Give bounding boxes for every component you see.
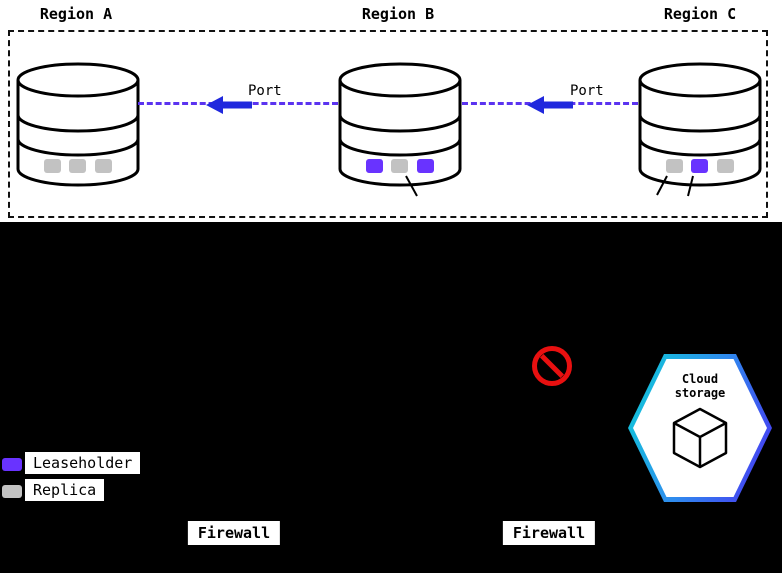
replica-square <box>717 159 734 173</box>
leaseholder-square <box>366 159 383 173</box>
region-c-label: Region C <box>653 3 747 25</box>
cloud-storage-label-line2: storage <box>674 386 726 401</box>
port-label-1: Port <box>241 81 289 101</box>
legend-replica-label: Replica <box>25 479 105 501</box>
cloud-storage-label: Cloud storage <box>675 372 726 401</box>
cube-icon <box>672 407 728 469</box>
database-separator <box>638 114 762 133</box>
database-separator <box>338 138 462 157</box>
no-entry-icon <box>532 346 572 386</box>
replica-square <box>69 159 86 173</box>
database-separator <box>16 138 140 157</box>
thick-left-arrow-icon <box>527 96 573 114</box>
firewall-label-1: Firewall <box>187 521 281 545</box>
cube-edges <box>673 421 727 467</box>
database-icon-region-a <box>16 62 140 187</box>
legend-leaseholder-label: Leaseholder <box>25 452 141 474</box>
leaseholder-swatch <box>2 458 22 471</box>
database-top <box>638 62 762 98</box>
thick-left-arrow-icon <box>206 96 252 114</box>
database-top <box>16 62 140 98</box>
database-icon-region-c <box>638 62 762 187</box>
cloud-storage-hexagon: Cloud storage <box>628 354 772 502</box>
regions-boundary <box>8 30 768 218</box>
port-label-2: Port <box>563 81 611 101</box>
replica-square <box>391 159 408 173</box>
leaseholder-square <box>691 159 708 173</box>
replica-square <box>666 159 683 173</box>
leaseholder-square <box>417 159 434 173</box>
no-entry-slash <box>539 353 565 379</box>
region-b-label: Region B <box>351 3 445 25</box>
arrow-shape <box>527 96 573 114</box>
replica-square <box>44 159 61 173</box>
cloud-storage-label-line1: Cloud <box>681 372 719 386</box>
database-separator <box>16 114 140 133</box>
database-top <box>338 62 462 98</box>
database-separator <box>338 114 462 133</box>
region-a-label: Region A <box>29 3 123 25</box>
firewall-label-2: Firewall <box>502 521 596 545</box>
database-separator <box>638 138 762 157</box>
replica-square <box>95 159 112 173</box>
database-icon-region-b <box>338 62 462 187</box>
arrow-shape <box>206 96 252 114</box>
cloud-storage-inner: Cloud storage <box>633 359 767 497</box>
regions-panel: Region A Region B Region C <box>0 0 782 222</box>
replica-swatch <box>2 485 22 498</box>
